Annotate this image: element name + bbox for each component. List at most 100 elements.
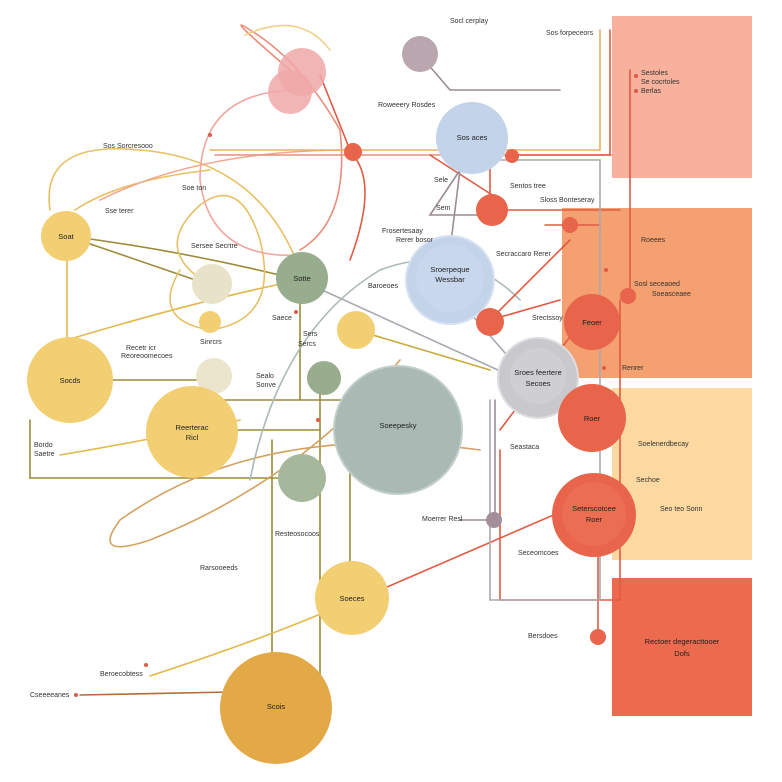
node-sage-top[interactable] (276, 252, 328, 304)
annotation: Frosertesaay (382, 228, 423, 235)
node-label: Soeepesky (379, 421, 416, 430)
annotation: Seastaca (510, 444, 539, 451)
annotation: Baroeoes (368, 283, 398, 290)
edge (489, 159, 601, 601)
annotation: Saetre (34, 451, 55, 458)
annotation: Beroecobtess (100, 671, 143, 678)
node-label: Ricl (186, 433, 199, 442)
edge (99, 149, 351, 201)
annotation: Roweeery Rosdes (378, 102, 436, 109)
node-label: Secoes (525, 379, 550, 388)
marker-dot (144, 663, 148, 667)
node-yellow-mid[interactable] (337, 311, 375, 349)
annotation: Seceomcoes (518, 550, 559, 557)
annotation: Sealo (256, 373, 274, 380)
annotation: Se cocrtoles (641, 79, 680, 86)
node-slate-big[interactable] (333, 365, 463, 495)
annotation: Renrer (622, 365, 644, 372)
node-red-small-4[interactable] (562, 217, 578, 233)
node-label: Soeces (339, 594, 364, 603)
node-yellow-left[interactable] (41, 211, 91, 261)
edge (66, 235, 301, 281)
edge (319, 74, 351, 151)
node-mauve[interactable] (402, 36, 438, 72)
annotation: Rarsooeeds (200, 565, 238, 572)
annotation: Srectssoy (532, 315, 563, 322)
marker-dot (604, 268, 608, 272)
annotation: Sloss Bonteseray (540, 197, 595, 204)
edge (355, 329, 491, 371)
annotation: Sos Sorcresooo (103, 143, 153, 150)
node-label: Roer (586, 515, 603, 524)
node-label: Sotte (293, 274, 311, 283)
edge (379, 509, 566, 591)
annotation: Rerer bosor (396, 237, 434, 244)
node-red-small-7[interactable] (505, 149, 519, 163)
node-sage-low[interactable] (278, 454, 326, 502)
annotation: Sem (436, 205, 451, 212)
annotation: Soelenerdbecay (638, 441, 689, 448)
annotation: Cseeeeanes (30, 692, 70, 699)
node-yellow-big-center[interactable] (146, 386, 238, 478)
node-label: Sroes feertere (514, 368, 562, 377)
panel-red (612, 578, 752, 716)
node-red-small-5[interactable] (620, 288, 636, 304)
edge (79, 691, 231, 696)
edge (299, 279, 521, 381)
edge (429, 154, 501, 201)
annotation: Sos forpeceors (546, 30, 594, 37)
annotation: Reoreoomecoes (121, 353, 173, 360)
marker-dot (294, 310, 298, 314)
edge (244, 24, 331, 51)
node-blue-mid-inner (416, 244, 484, 312)
annotation: Secraccaro Rerer (496, 251, 552, 258)
node-red-small-1[interactable] (344, 143, 362, 161)
node-yellow-low[interactable] (315, 561, 389, 635)
node-red-small-6[interactable] (590, 629, 606, 645)
node-yellow-small[interactable] (199, 311, 221, 333)
annotation: Saece (272, 315, 292, 322)
node-gold-bottom[interactable] (220, 652, 332, 764)
panel-label: Rectoer degeracttooer (645, 637, 720, 646)
marker-dot (208, 133, 212, 137)
edge (66, 279, 301, 341)
annotation: Sse terer (105, 208, 134, 215)
annotation: Sechoe (636, 477, 660, 484)
node-yellow-big-left[interactable] (27, 337, 113, 423)
node-blue-top[interactable] (436, 102, 508, 174)
edge (509, 29, 611, 156)
node-red-low[interactable] (558, 384, 626, 452)
annotation: Sele (434, 177, 448, 184)
node-red-small-3[interactable] (476, 308, 504, 336)
node-red-mid[interactable] (564, 294, 620, 350)
marker-dot (634, 74, 638, 78)
marker-dot (602, 366, 606, 370)
node-label: Reerterac (176, 423, 209, 432)
marker-dot (634, 89, 638, 93)
annotation: Sers (303, 331, 318, 338)
node-pink-2[interactable] (268, 70, 312, 114)
node-cream-1[interactable] (192, 264, 232, 304)
edge (489, 239, 571, 321)
node-red-small-2[interactable] (476, 194, 508, 226)
annotation: Recetr icr (126, 345, 157, 352)
annotation: Sosl seceaoed (634, 281, 680, 288)
annotation: Sestoles (641, 70, 668, 77)
annotation: Sersee Secrtre (191, 243, 238, 250)
node-mauve-small[interactable] (486, 512, 502, 528)
node-label: Wessbar (435, 275, 465, 284)
annotation: Soeasceaee (652, 291, 691, 298)
annotation: Resteosocoos (275, 531, 320, 538)
edge (209, 29, 601, 151)
annotation: Sonve (256, 382, 276, 389)
annotation: Socl cerplay (450, 18, 489, 25)
edge (149, 609, 331, 677)
node-cream-2[interactable] (196, 358, 232, 394)
edge (74, 169, 211, 211)
node-label: Socds (60, 376, 81, 385)
edge (48, 148, 301, 271)
node-sage-mid[interactable] (307, 361, 341, 395)
annotation: Berlas (641, 88, 661, 95)
